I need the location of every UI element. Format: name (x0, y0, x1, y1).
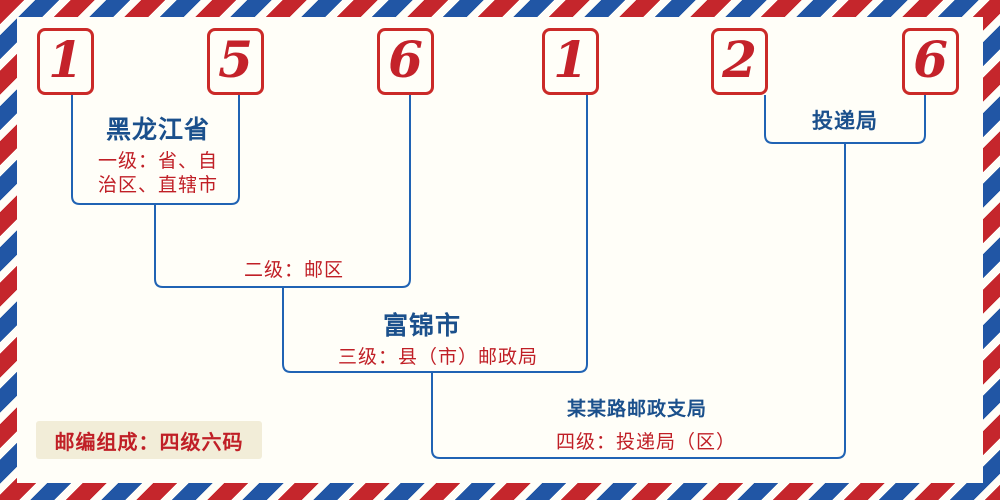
digit-box-6: 6 (902, 28, 959, 95)
digit-3: 6 (388, 29, 423, 89)
delivery-office-label: 投递局 (812, 110, 878, 133)
digit-box-3: 6 (377, 28, 434, 95)
level4-desc-label: 四级：投递局（区） (555, 432, 737, 453)
composition-note-text: 邮编组成：四级六码 (54, 431, 244, 454)
digit-4: 1 (553, 29, 588, 89)
digit-5: 2 (722, 29, 757, 89)
digit-box-5: 2 (711, 28, 768, 95)
digit-2: 5 (218, 29, 253, 89)
level3-city-label: 富锦市 (382, 312, 462, 340)
digit-1: 1 (48, 29, 83, 89)
level3-desc-label: 三级：县（市）邮政局 (337, 347, 539, 368)
composition-note: 邮编组成：四级六码 (36, 421, 262, 459)
level2-desc-label: 二级：邮区 (243, 260, 345, 281)
digit-box-2: 5 (207, 28, 264, 95)
level1-region-label: 黑龙江省 (105, 116, 211, 144)
digit-box-4: 1 (542, 28, 599, 95)
digit-box-1: 1 (37, 28, 94, 95)
canvas (17, 17, 983, 483)
digit-6: 6 (913, 29, 948, 89)
level1-desc-line1: 一级：省、自 (97, 151, 219, 172)
level4-branch-label: 某某路邮政支局 (566, 399, 708, 420)
level1-desc-line2: 治区、直辖市 (97, 175, 219, 196)
